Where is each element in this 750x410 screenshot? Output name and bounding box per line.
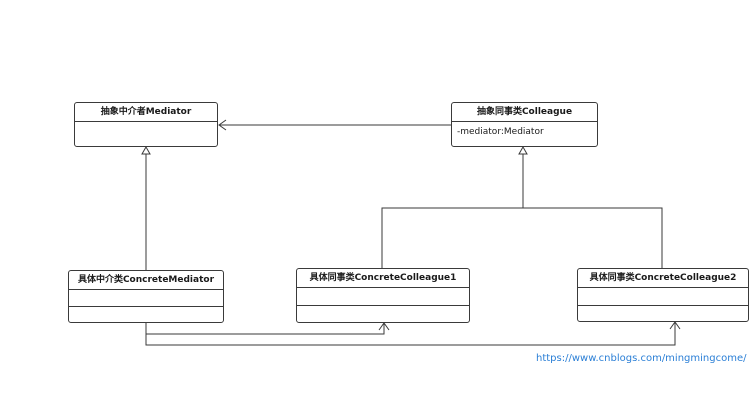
class-mediator[interactable]: 抽象中介者Mediator	[74, 102, 218, 147]
generalization-arrowhead-mediator	[141, 145, 151, 155]
class-name: 抽象中介者Mediator	[75, 103, 217, 122]
attributes-section	[69, 290, 223, 307]
class-name: 抽象同事类Colleague	[452, 103, 597, 122]
class-concrete-colleague1[interactable]: 具体同事类ConcreteColleague1	[296, 268, 470, 323]
attributes-section	[297, 288, 469, 306]
operations-section	[297, 306, 469, 323]
class-concrete-colleague2[interactable]: 具体同事类ConcreteColleague2	[577, 268, 749, 322]
watermark-link[interactable]: https://www.cnblogs.com/mingmingcome/	[536, 353, 747, 364]
class-name: 具体同事类ConcreteColleague2	[578, 269, 748, 288]
class-name: 具体同事类ConcreteColleague1	[297, 269, 469, 288]
generalization-arrowhead-colleague	[518, 145, 528, 155]
association-arrowhead	[218, 119, 227, 131]
attributes-section	[75, 122, 217, 148]
association-arrowhead-colleague1	[378, 322, 390, 331]
association-arrowhead-colleague2	[669, 321, 681, 330]
operations-section	[69, 307, 223, 323]
association-mediator-to-colleague2	[145, 322, 676, 346]
generalization-branch-colleagues	[381, 207, 663, 268]
class-concrete-mediator[interactable]: 具体中介类ConcreteMediator	[68, 270, 224, 323]
attributes-section	[578, 288, 748, 306]
class-colleague[interactable]: 抽象同事类Colleague -mediator:Mediator	[451, 102, 598, 147]
operations-section	[578, 306, 748, 322]
class-name: 具体中介类ConcreteMediator	[69, 271, 223, 290]
association-mediator-to-colleague1	[145, 323, 385, 335]
attribute-mediator: -mediator:Mediator	[457, 127, 544, 137]
attributes-section: -mediator:Mediator	[452, 122, 597, 148]
